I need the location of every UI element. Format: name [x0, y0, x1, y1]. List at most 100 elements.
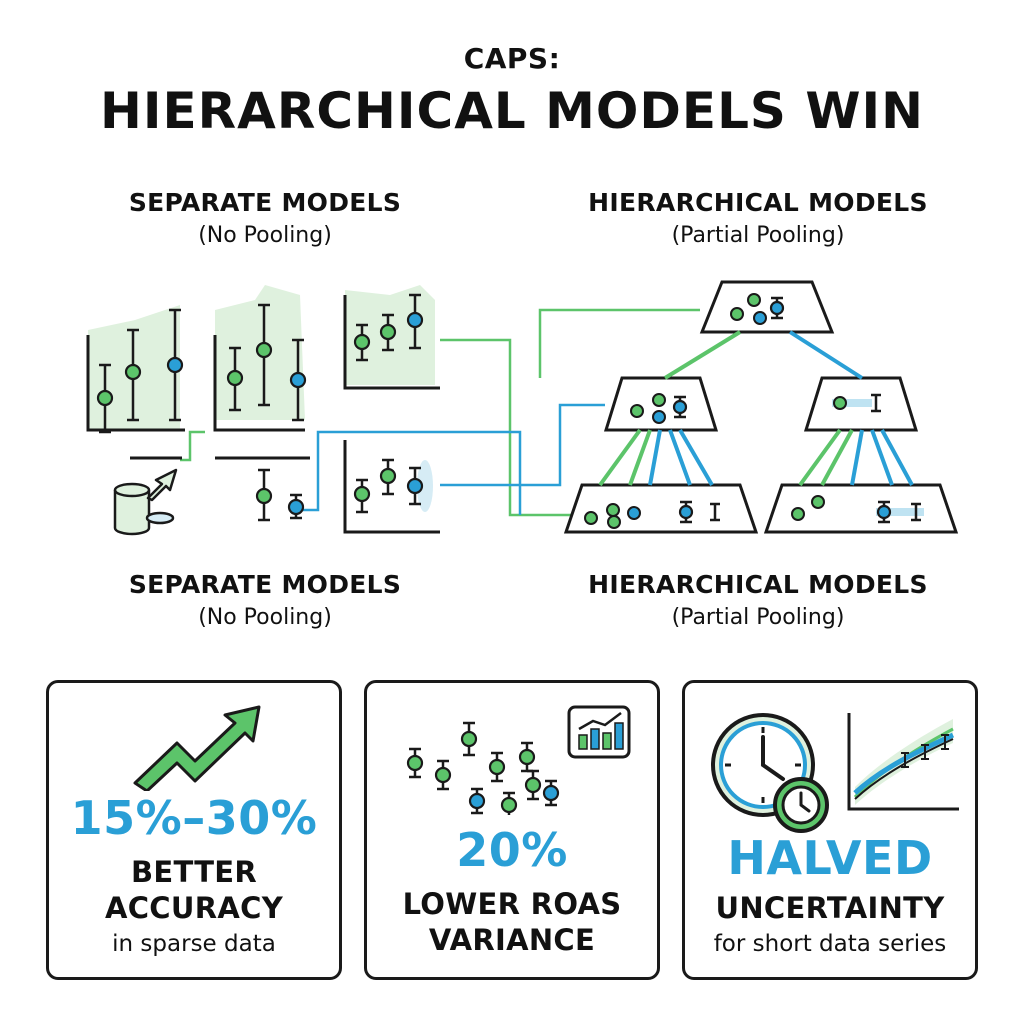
heading-text: HIERARCHICAL MODELS	[588, 570, 928, 599]
tree-dot	[747, 293, 761, 307]
section-heading-hierarchical-bottom: HIERARCHICAL MODELS (Partial Pooling)	[548, 570, 968, 630]
error-bar-point	[255, 303, 273, 407]
tree-dot	[652, 410, 666, 424]
scatter-error-bars	[406, 721, 560, 815]
connector-line	[538, 308, 700, 378]
tree-branch	[598, 428, 642, 487]
tree-dot	[753, 311, 767, 325]
tree-dot	[791, 507, 805, 521]
error-bar-point	[876, 500, 892, 524]
tree-branch	[798, 428, 842, 487]
error-bar-point	[226, 346, 244, 412]
connector-line	[300, 430, 522, 515]
tree-leaf-node-1	[563, 483, 759, 534]
stat-value: 20%	[456, 823, 568, 877]
error-bar-point	[379, 458, 397, 496]
error-bar-point	[124, 328, 142, 422]
tree-branch	[628, 429, 652, 486]
error-bar-point	[406, 293, 424, 350]
stat-line: LOWER ROAS	[402, 887, 622, 921]
error-bar-point	[289, 338, 307, 422]
tree-top-node	[699, 280, 835, 334]
tree-branch	[850, 429, 864, 486]
tree-dot	[811, 495, 825, 509]
error-bar-point	[434, 759, 452, 791]
error-bar-point	[518, 741, 536, 773]
error-bar-point	[769, 296, 785, 320]
stat-line: BETTER	[130, 855, 258, 889]
tree-branch	[648, 429, 662, 486]
tree-dot	[630, 404, 644, 418]
subheading-text: (No Pooling)	[198, 605, 332, 630]
tree-dot	[833, 396, 847, 410]
section-heading-hierarchical-top: HIERARCHICAL MODELS (Partial Pooling)	[548, 188, 968, 248]
tree-branch	[668, 429, 692, 486]
title-kicker: CAPS:	[463, 42, 561, 75]
connector-line	[440, 338, 600, 517]
heading-text: SEPARATE MODELS	[128, 188, 402, 217]
uncertainty-band-chart	[847, 713, 959, 811]
error-bar-point	[166, 308, 184, 422]
band	[876, 508, 924, 516]
clock-icon	[711, 713, 829, 833]
error-bar-point	[460, 721, 478, 757]
error-bar-point	[379, 313, 397, 352]
page-title: HIERARCHICAL MODELS WIN	[100, 82, 924, 140]
scatter-points	[406, 721, 560, 815]
stat-card-accuracy: 15%–30% BETTER ACCURACY in sparse data	[46, 680, 342, 980]
subheading-text: (No Pooling)	[198, 223, 332, 248]
upload-arrow-icon	[146, 468, 178, 502]
section-heading-separate-bottom: SEPARATE MODELS (No Pooling)	[55, 570, 475, 630]
error-bar-point	[500, 791, 518, 815]
error-bar-points	[96, 293, 924, 529]
error-bar-point	[678, 500, 694, 524]
error-bar-point	[672, 395, 688, 419]
bar-chart-icon	[567, 705, 631, 759]
subheading-text: (Partial Pooling)	[671, 605, 845, 630]
connector-line	[440, 403, 605, 487]
error-bar-point	[468, 787, 486, 815]
small-plot-6	[343, 440, 440, 534]
error-bar-point	[406, 747, 424, 779]
tree-dot	[584, 511, 598, 525]
tree-branch	[678, 428, 714, 487]
section-heading-separate-top: SEPARATE MODELS (No Pooling)	[55, 188, 475, 248]
connector-lines	[180, 308, 700, 517]
tree-dot	[606, 503, 620, 517]
heading-text: SEPARATE MODELS	[128, 570, 402, 599]
error-bar-point	[542, 779, 560, 807]
stat-value: 15%–30%	[70, 791, 318, 845]
subheading-text: (Partial Pooling)	[671, 223, 845, 248]
error-bar-point	[96, 363, 114, 434]
error-bar-point	[524, 769, 542, 801]
error-bar-point	[287, 493, 305, 520]
connector-line	[180, 430, 205, 462]
tree-dot	[652, 393, 666, 407]
tree-branch	[788, 330, 864, 380]
stat-line: ACCURACY	[104, 891, 283, 925]
tree-dot	[730, 307, 744, 321]
tree-dot	[607, 515, 621, 529]
error-bar-point	[353, 323, 371, 362]
heading-text: HIERARCHICAL MODELS	[588, 188, 928, 217]
stat-card-roas-variance: 20% LOWER ROAS VARIANCE	[364, 680, 660, 980]
tree-branches	[598, 330, 914, 487]
tree-dot	[627, 506, 641, 520]
error-bar-point	[406, 466, 424, 506]
small-plot-2	[213, 285, 305, 432]
stat-line: UNCERTAINTY	[715, 891, 945, 925]
stat-caption: in sparse data	[112, 931, 276, 957]
stat-card-uncertainty: HALVED UNCERTAINTY for short data series	[682, 680, 978, 980]
stat-value: HALVED	[727, 831, 933, 885]
pooling-diagram	[86, 280, 959, 536]
error-bar-point	[255, 468, 273, 522]
error-bar-point	[353, 478, 371, 514]
tree-branch	[870, 429, 894, 486]
stat-caption: for short data series	[713, 931, 947, 957]
database-icon	[113, 482, 175, 536]
tree-branch	[663, 330, 742, 380]
band	[832, 399, 872, 407]
trend-up-arrow-icon	[133, 705, 261, 791]
tree-branch	[880, 429, 914, 486]
stat-line: VARIANCE	[428, 923, 596, 957]
